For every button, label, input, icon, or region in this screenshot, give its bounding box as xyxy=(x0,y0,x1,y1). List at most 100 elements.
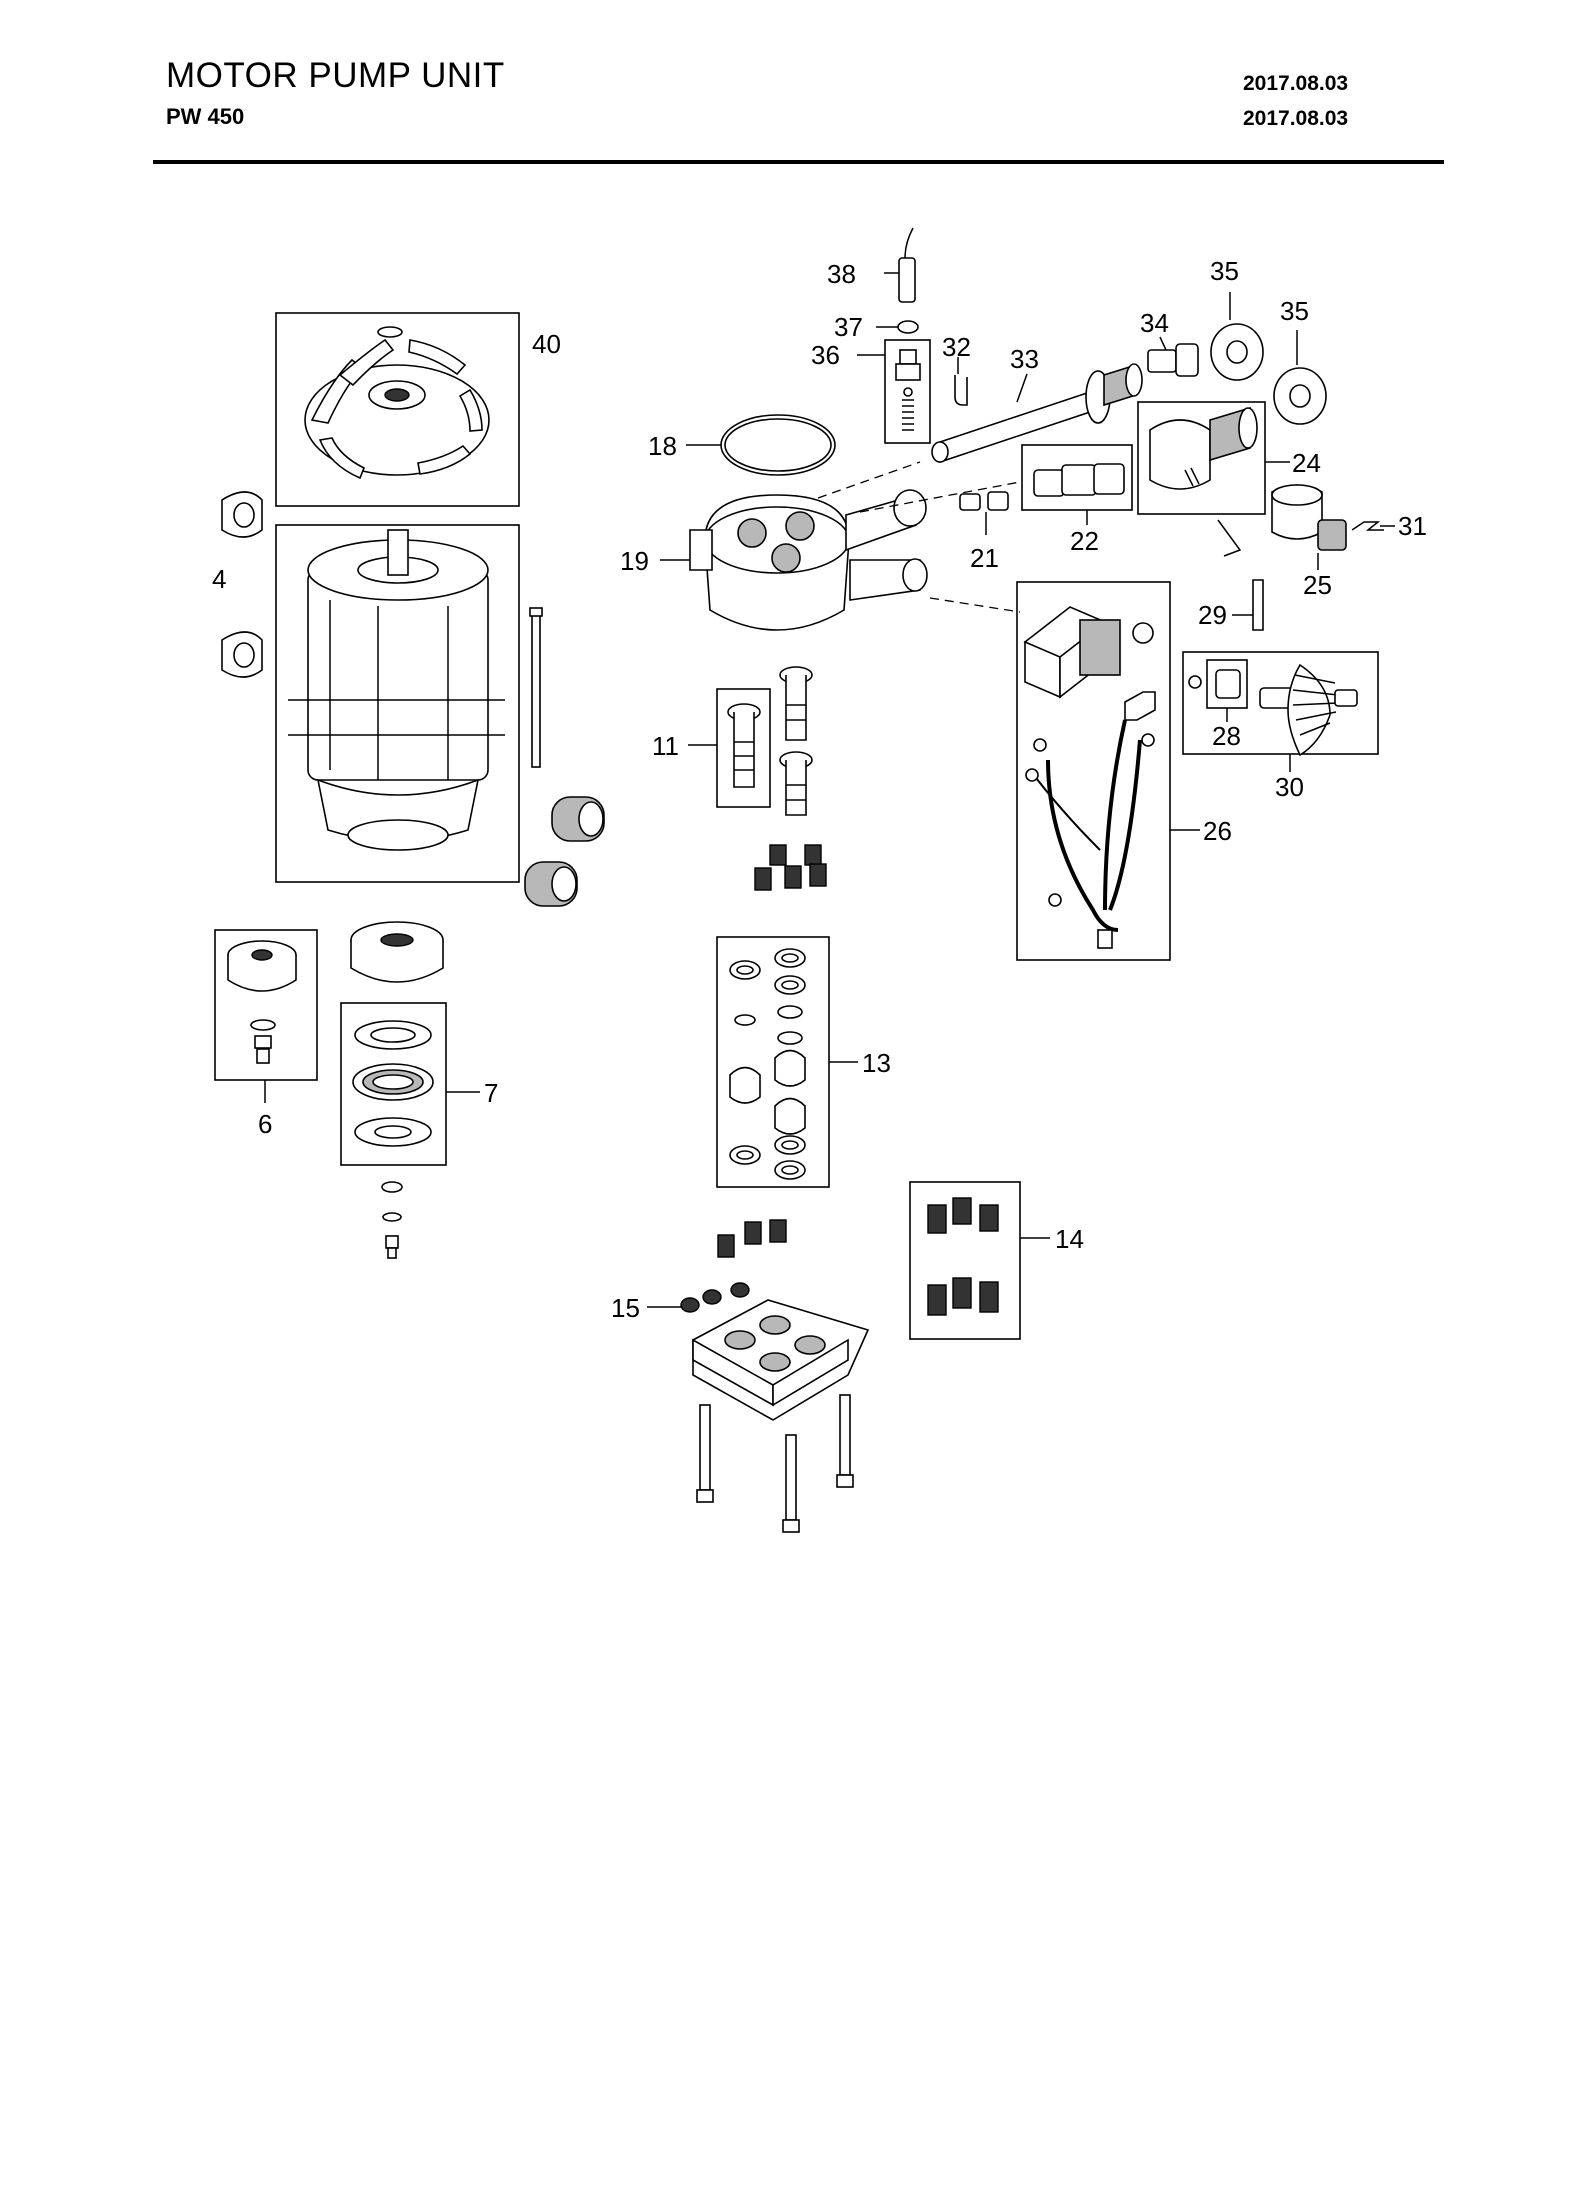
fan-icon xyxy=(304,326,490,480)
callout-11: 11 xyxy=(652,731,679,761)
wiring-harness-icon xyxy=(1025,719,1155,949)
valve-seat-icon xyxy=(1188,669,1241,699)
callout-7: 7 xyxy=(484,1078,498,1108)
screw-icon xyxy=(250,1019,276,1064)
connector-icon xyxy=(1147,343,1199,377)
part-14-box xyxy=(909,1181,1021,1340)
callout-4: 4 xyxy=(212,564,226,594)
part-34-35-group xyxy=(1147,292,1327,425)
part-6-box xyxy=(214,929,318,1081)
part-32-33-group xyxy=(931,357,1143,464)
washer-icon xyxy=(1273,367,1327,425)
seal-kit-icon xyxy=(729,948,806,1180)
part-11-group xyxy=(688,666,827,891)
part-19-group xyxy=(660,461,1021,631)
part-4-motor-group xyxy=(221,491,605,907)
part-40-fan-group xyxy=(275,312,520,507)
valve-pin-icon xyxy=(895,349,921,431)
callout-24: 24 xyxy=(1292,448,1321,478)
bushing-icon xyxy=(551,796,605,842)
part-21-group xyxy=(959,491,1009,535)
bushing-icon xyxy=(221,631,263,678)
check-valve-icon xyxy=(717,1219,787,1258)
swash-plate-icon xyxy=(350,921,444,983)
unloader-piston-icon xyxy=(1033,463,1125,497)
callout-35-a: 35 xyxy=(1210,256,1239,286)
part-11-box xyxy=(716,688,771,808)
piston-icon xyxy=(727,703,761,788)
bushing-icon xyxy=(221,491,263,538)
revision-date: 2017.08.03 xyxy=(1243,72,1349,95)
callout-28: 28 xyxy=(1212,721,1241,751)
part-24-box xyxy=(1137,401,1266,515)
check-valve-icon xyxy=(754,844,827,891)
leader-34 xyxy=(1159,336,1167,351)
valve-icon xyxy=(959,493,981,511)
piston-icon xyxy=(779,751,813,816)
part-36-box xyxy=(884,339,931,444)
wire-icon xyxy=(904,227,914,259)
washer-icon xyxy=(1210,323,1264,381)
callout-26: 26 xyxy=(1203,816,1232,846)
callout-21: 21 xyxy=(970,543,999,573)
print-date: 2017.08.03 xyxy=(1243,107,1349,130)
header-rule xyxy=(153,160,1444,164)
callout-36: 36 xyxy=(811,340,840,370)
pin-icon xyxy=(1252,579,1264,631)
callout-14: 14 xyxy=(1055,1224,1084,1254)
part-25-31-group xyxy=(1217,484,1395,570)
callout-29: 29 xyxy=(1198,600,1227,630)
bolt-icon xyxy=(696,1394,854,1533)
part-14-group xyxy=(909,1181,1050,1340)
callout-22: 22 xyxy=(1070,526,1099,556)
swash-plate-icon xyxy=(227,940,297,992)
part-6-group xyxy=(214,929,318,1103)
part-26-group xyxy=(1016,581,1200,961)
part-26-box xyxy=(1016,581,1171,961)
callout-13: 13 xyxy=(862,1048,891,1078)
part-30-28-group xyxy=(1182,651,1379,772)
valve-icon xyxy=(987,491,1009,511)
part-13-group xyxy=(716,936,858,1188)
pressure-switch-icon xyxy=(1023,606,1156,721)
valve-housing-icon xyxy=(1149,406,1258,490)
clip-icon xyxy=(1351,521,1384,531)
part-7-group xyxy=(340,921,480,1259)
clip-pin-icon xyxy=(954,375,968,406)
callout-34: 34 xyxy=(1140,308,1169,338)
callout-33: 33 xyxy=(1010,344,1039,374)
callout-6: 6 xyxy=(258,1109,272,1139)
pump-head-icon xyxy=(689,489,928,631)
part-7-box xyxy=(340,1002,447,1166)
part-38-37-36-group xyxy=(857,227,931,444)
callout-30: 30 xyxy=(1275,772,1304,802)
piston-icon xyxy=(779,666,813,741)
bushing-icon xyxy=(524,861,578,907)
sleeve-icon xyxy=(898,257,916,303)
motor-icon xyxy=(288,529,505,851)
callout-19: 19 xyxy=(620,546,649,576)
callout-35-b: 35 xyxy=(1280,296,1309,326)
callout-31: 31 xyxy=(1398,511,1427,541)
part-4-box xyxy=(275,524,520,883)
part-15-group xyxy=(647,1219,870,1533)
thrust-bearing-icon xyxy=(352,1020,434,1147)
clip-icon xyxy=(897,320,919,334)
clip-pin-icon xyxy=(1217,519,1242,557)
callout-32: 32 xyxy=(942,332,971,362)
page-title: MOTOR PUMP UNIT xyxy=(166,56,505,95)
manifold-plate-icon xyxy=(692,1299,870,1421)
callout-18: 18 xyxy=(648,431,677,461)
callout-15: 15 xyxy=(611,1293,640,1323)
dashed-guide xyxy=(929,597,1021,613)
part-30-box xyxy=(1182,651,1379,755)
part-22-group xyxy=(1021,444,1133,525)
outlet-elbow-icon xyxy=(1271,484,1347,551)
check-valve-icon xyxy=(927,1197,999,1316)
leader-33 xyxy=(1016,373,1028,403)
callout-25: 25 xyxy=(1303,570,1332,600)
part-22-box xyxy=(1021,444,1133,511)
part-40-box xyxy=(275,312,520,507)
